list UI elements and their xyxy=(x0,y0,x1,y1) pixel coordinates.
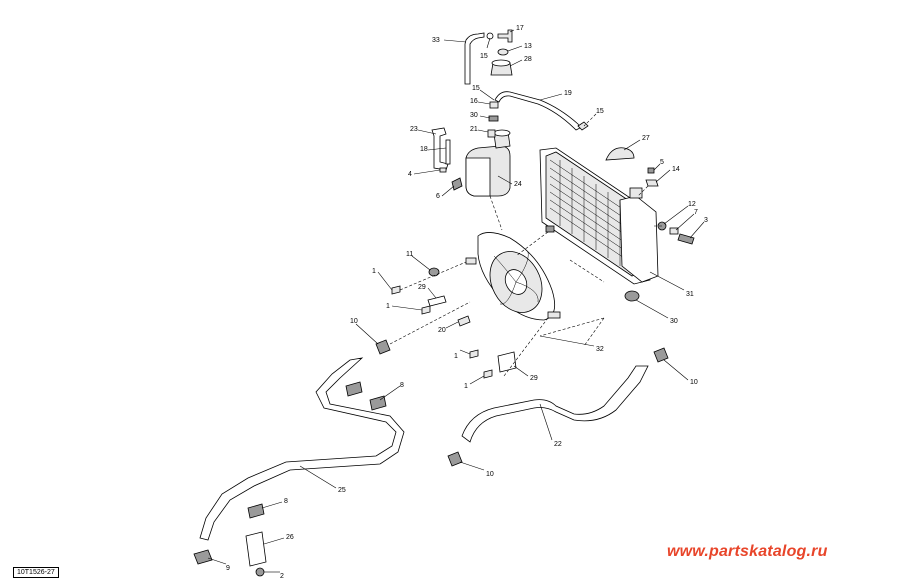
bolt-1b xyxy=(421,305,431,315)
grommet-30 xyxy=(624,290,640,302)
callout: 1 xyxy=(372,268,376,275)
callout: 8 xyxy=(284,498,288,505)
callout: 23 xyxy=(410,126,418,133)
callout: 17 xyxy=(516,25,524,32)
grommet-30-top xyxy=(488,115,499,122)
bolt-14 xyxy=(645,179,659,187)
radiator-cap-28-top xyxy=(491,59,511,67)
callout: 8 xyxy=(400,382,404,389)
callout: 29 xyxy=(418,284,426,291)
reservoir-24-front xyxy=(465,157,491,197)
callout: 30 xyxy=(470,112,478,119)
callout: 10 xyxy=(486,471,494,478)
fitting-16 xyxy=(489,101,499,109)
clip-8c xyxy=(247,503,265,519)
watermark: www.partskatalog.ru xyxy=(667,543,828,560)
screw-4 xyxy=(439,167,447,173)
fan-32 xyxy=(465,232,561,321)
callout: 26 xyxy=(286,534,294,541)
callout: 33 xyxy=(432,37,440,44)
callout: 32 xyxy=(596,346,604,353)
callout: 28 xyxy=(524,56,532,63)
clip-20 xyxy=(457,315,471,327)
callout: 2 xyxy=(280,573,284,580)
callouts: 33 15 17 13 28 19 15 16 30 21 15 23 18 2… xyxy=(226,25,708,580)
clip-8b xyxy=(369,395,387,411)
bracket-23 xyxy=(431,127,449,171)
bracket-strip-18 xyxy=(445,139,451,165)
grommet-11 xyxy=(428,267,440,277)
callout: 25 xyxy=(338,487,346,494)
hose-22 xyxy=(461,365,649,443)
callout: 11 xyxy=(406,251,413,258)
clamp-10a xyxy=(375,339,391,355)
nut-5 xyxy=(647,167,655,174)
leader-lines xyxy=(207,29,705,573)
diagram-reference-code: 10T1526-27 xyxy=(13,567,59,578)
bracket-29a xyxy=(427,295,447,307)
callout: 6 xyxy=(436,193,440,200)
clamp-10c xyxy=(447,451,463,467)
elbow-fitting-17 xyxy=(497,29,513,43)
callout: 3 xyxy=(704,217,708,224)
callout: 18 xyxy=(420,146,428,153)
cap-13 xyxy=(497,48,509,56)
bracket-29b xyxy=(497,351,517,373)
callout: 21 xyxy=(470,126,478,133)
callout: 15 xyxy=(596,108,604,115)
clip-8a xyxy=(345,381,363,397)
callout: 14 xyxy=(672,166,680,173)
radiator-mount xyxy=(545,225,555,233)
callout: 1 xyxy=(454,353,458,360)
clamp-9 xyxy=(193,549,213,565)
bolt-1d xyxy=(483,369,493,379)
callout: 7 xyxy=(694,209,698,216)
callout: 30 xyxy=(670,318,678,325)
callout: 29 xyxy=(530,375,538,382)
overflow-hose-19 xyxy=(494,91,581,131)
bolt-3 xyxy=(677,233,695,245)
callout: 27 xyxy=(642,135,650,142)
fitting-21 xyxy=(487,129,496,138)
callout: 10 xyxy=(690,379,698,386)
callout: 20 xyxy=(438,327,446,334)
callout: 12 xyxy=(688,201,696,208)
hose-25 xyxy=(199,357,405,541)
callout: 9 xyxy=(226,565,230,572)
callout: 1 xyxy=(464,383,468,390)
clip-6 xyxy=(451,177,463,191)
reservoir-cap-21 xyxy=(493,129,511,137)
radiator-31 xyxy=(539,147,659,285)
callout: 19 xyxy=(564,90,572,97)
rubber-cover-27 xyxy=(605,147,635,161)
callout: 31 xyxy=(686,291,694,298)
fitting-15-right xyxy=(577,121,589,131)
callout: 22 xyxy=(554,441,562,448)
callout: 16 xyxy=(470,98,478,105)
bolt-1a xyxy=(391,285,401,295)
callout: 13 xyxy=(524,43,532,50)
clamp-10b xyxy=(653,347,669,363)
nut-2 xyxy=(255,567,265,577)
callout: 15 xyxy=(480,53,488,60)
callout: 4 xyxy=(408,171,412,178)
callout: 10 xyxy=(350,318,358,325)
callout: 24 xyxy=(514,181,522,188)
callout: 15 xyxy=(472,85,480,92)
bracket-26 xyxy=(245,531,267,567)
callout: 5 xyxy=(660,159,664,166)
spacer-7 xyxy=(669,227,679,235)
bolt-1c xyxy=(469,349,479,359)
vent-hose-33 xyxy=(464,32,485,85)
callout: 1 xyxy=(386,303,390,310)
